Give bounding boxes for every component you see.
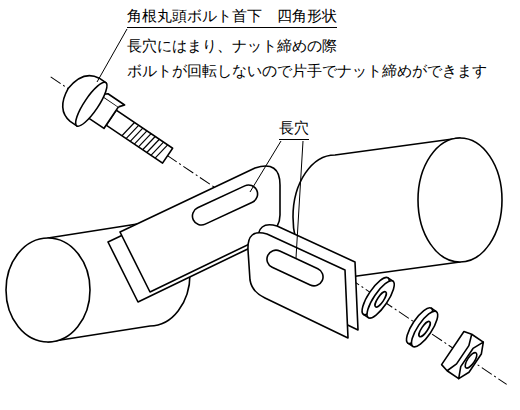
washer (358, 274, 399, 322)
thread-stroke (151, 140, 164, 157)
part-name: 角根丸頭ボルト首下 四角形状 (127, 6, 337, 28)
thread-stroke (126, 124, 139, 141)
right-clamp-tab (248, 225, 358, 338)
thread-stroke (143, 135, 156, 152)
note: 長穴にはまり、ナット締めの際 ボルトが回転しないので片手でナット締めができます (127, 34, 512, 84)
part-name: 長穴 (279, 118, 309, 140)
thread-stroke (122, 121, 135, 138)
spring-washer (402, 304, 442, 350)
thread-stroke (147, 138, 160, 155)
hex-nut (440, 330, 487, 382)
thread-stroke (134, 129, 147, 146)
thread-stroke (139, 132, 152, 149)
thread-stroke (130, 126, 143, 143)
carriage-bolt (54, 67, 183, 177)
slot (189, 182, 260, 228)
slot (264, 247, 326, 289)
thread-stroke (155, 143, 168, 160)
